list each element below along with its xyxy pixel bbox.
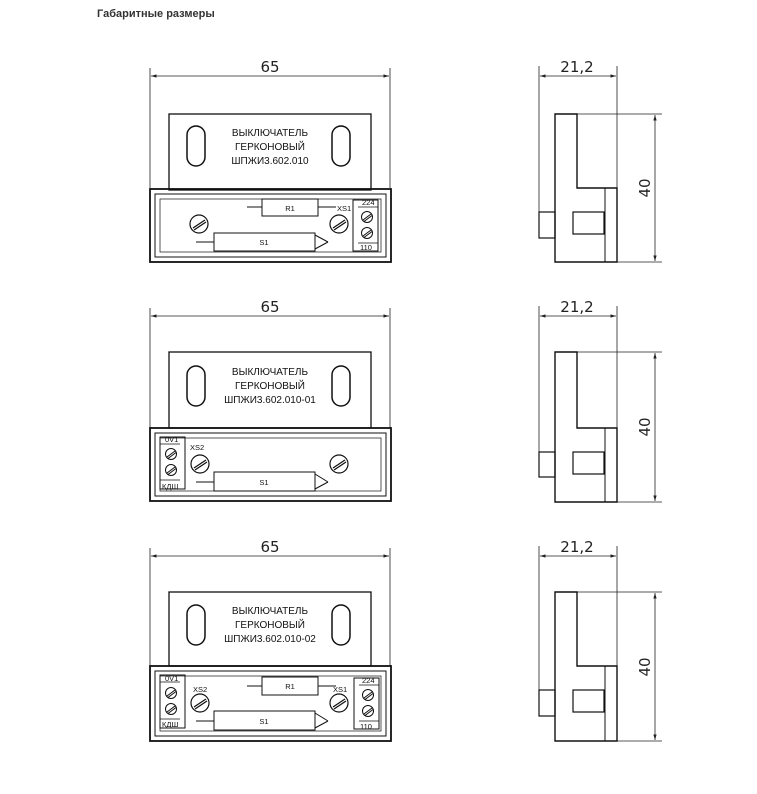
housing-inner-3 (154, 670, 387, 737)
svg-text:110: 110 (360, 243, 372, 252)
svg-text:R1: R1 (285, 204, 295, 213)
screw-left-3 (190, 693, 210, 713)
depth-label-1: 21,2 (560, 58, 593, 76)
label-line1-1: ВЫКЛЮЧАТЕЛЬ (232, 128, 309, 139)
label-line3-2: ШПЖИ3.602.010-01 (224, 395, 316, 406)
housing-inner-1 (154, 193, 387, 258)
width-dimension-1: 65 (149, 58, 391, 188)
section-heading: Габаритные размеры (97, 8, 215, 20)
label-line2-1: ГЕРКОНОВЫЙ (235, 140, 305, 153)
depth-label-3: 21,2 (560, 538, 593, 556)
housing-outer-1 (149, 188, 392, 263)
height-label-1: 40 (636, 178, 654, 197)
label-line1-3: ВЫКЛЮЧАТЕЛЬ (232, 606, 309, 617)
svg-text:КДШ: КДШ (162, 482, 178, 491)
reed-switch-s1-2 (213, 471, 316, 492)
housing-outer-3 (149, 665, 392, 742)
depth-label-2: 21,2 (560, 298, 593, 316)
label-line3-1: ШПЖИ3.602.010 (231, 156, 309, 167)
mounting-slot-left-3 (186, 604, 206, 646)
mounting-plate-1 (168, 113, 372, 191)
screw-left-2 (190, 454, 210, 474)
mounting-slot-left-1 (186, 125, 206, 167)
screw-right-3 (329, 693, 349, 713)
width-dimension-3: 65 (149, 538, 391, 666)
mounting-slot-left-2 (186, 365, 206, 407)
side-view-2: 21,2 40 (538, 298, 662, 503)
height-label-3: 40 (636, 657, 654, 676)
screw-right-1 (329, 214, 349, 234)
terminal-block-kdsh-3 (159, 674, 186, 729)
svg-text:224: 224 (362, 198, 375, 207)
mounting-slot-right-1 (331, 125, 351, 167)
svg-text:XS2: XS2 (193, 685, 207, 694)
svg-text:XS1: XS1 (337, 204, 351, 213)
screw-left-1 (189, 214, 209, 234)
width-label-1: 65 (260, 58, 279, 76)
width-dimension-2: 65 (149, 298, 391, 428)
screw-right-2 (329, 454, 349, 474)
housing-inner-2 (154, 432, 387, 497)
label-line2-2: ГЕРКОНОВЫЙ (235, 379, 305, 392)
svg-text:S1: S1 (259, 478, 268, 487)
terminal-block-xs1-3 (353, 677, 380, 730)
svg-text:0V1: 0V1 (165, 674, 178, 683)
width-label-3: 65 (260, 538, 279, 556)
svg-text:S1: S1 (259, 238, 268, 247)
svg-text:КДШ: КДШ (162, 720, 178, 729)
svg-text:XS2: XS2 (190, 443, 204, 452)
svg-text:110: 110 (360, 722, 372, 731)
svg-text:224: 224 (362, 676, 375, 685)
reed-switch-s1-1 (213, 232, 316, 252)
mounting-slot-right-3 (331, 604, 351, 646)
svg-text:XS1: XS1 (333, 685, 347, 694)
terminal-block-kdsh-2 (159, 436, 186, 490)
side-view-1: 21,2 40 (538, 58, 662, 263)
side-view-3: 21,2 40 (538, 538, 662, 742)
housing-outer-2 (149, 427, 392, 502)
label-line3-3: ШПЖИ3.602.010-02 (224, 634, 316, 645)
front-view-1: 65 ВЫКЛЮЧАТЕЛЬ ГЕРКОНОВЫЙ ШПЖИ3.602.010 … (149, 58, 392, 263)
height-label-2: 40 (636, 417, 654, 436)
label-line2-3: ГЕРКОНОВЫЙ (235, 618, 305, 631)
svg-text:S1: S1 (259, 717, 268, 726)
reed-switch-s1-3 (213, 710, 316, 731)
front-view-3: 65 ВЫКЛЮЧАТЕЛЬ ГЕРКОНОВЫЙ ШПЖИ3.602.010-… (149, 538, 392, 742)
width-label-2: 65 (260, 298, 279, 316)
svg-text:R1: R1 (285, 682, 295, 691)
mounting-slot-right-2 (331, 365, 351, 407)
front-view-2: 65 ВЫКЛЮЧАТЕЛЬ ГЕРКОНОВЫЙ ШПЖИ3.602.010-… (149, 298, 392, 502)
terminal-block-xs1-1 (352, 199, 379, 252)
label-line1-2: ВЫКЛЮЧАТЕЛЬ (232, 367, 309, 378)
svg-text:0V1: 0V1 (165, 435, 178, 444)
